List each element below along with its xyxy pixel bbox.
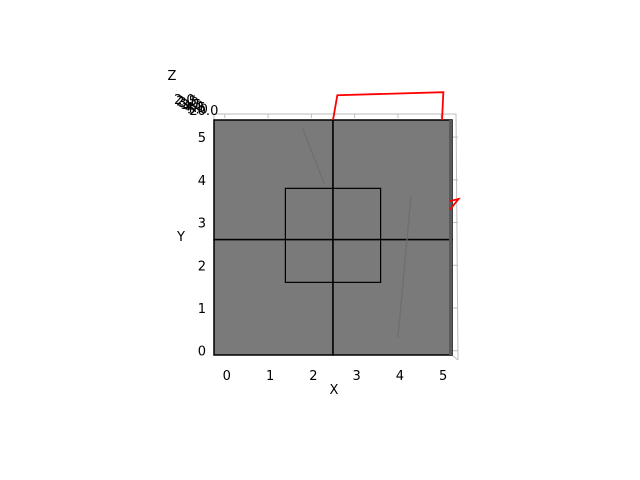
z-tick-label: 2.5 xyxy=(176,95,197,110)
x-tick-label: 4 xyxy=(396,369,404,384)
y-tick-label: 5 xyxy=(198,131,206,146)
surface-edge-shade xyxy=(449,120,452,355)
series-line xyxy=(449,197,461,211)
surface-patch xyxy=(213,238,334,356)
z-tick-label: 3.5 xyxy=(181,98,202,113)
surface-shade xyxy=(302,128,325,185)
surface-patch xyxy=(332,238,453,356)
x-tick-label: 1 xyxy=(266,369,274,384)
series-line xyxy=(332,91,445,121)
z-tick-label: 4.0 xyxy=(183,99,204,114)
line-series xyxy=(332,91,461,211)
y-tick-label: 1 xyxy=(198,302,206,317)
surface-patch xyxy=(213,119,334,241)
z-tick-label: 20.0 xyxy=(189,104,218,119)
axes-pane xyxy=(213,113,459,361)
pane-edge xyxy=(213,113,459,361)
x-tick-label: 2 xyxy=(309,369,317,384)
y-tick-label: 0 xyxy=(198,345,206,360)
inner-square xyxy=(284,187,382,283)
z-tick-label: 2.0 xyxy=(174,93,195,108)
x-tick-label: 5 xyxy=(439,369,447,384)
y-tick-label: 4 xyxy=(198,174,206,189)
z-tick-label: 3.0 xyxy=(178,96,199,111)
z-tick-label: 5.0 xyxy=(187,103,208,118)
x-axis-label: X xyxy=(330,383,339,398)
z-axis-label: Z xyxy=(168,69,177,84)
surface-shade xyxy=(397,196,412,338)
y-tick-label: 2 xyxy=(198,259,206,274)
axis-ticks: 0 1 2 3 4 5 0 1 2 3 4 5 2.02.53.03.54.04.55.020.0 xyxy=(174,93,447,384)
surface-plot xyxy=(213,119,453,356)
y-tick-label: 3 xyxy=(198,217,206,232)
surface-patch xyxy=(332,119,453,241)
x-tick-label: 3 xyxy=(352,369,360,384)
pane-edge xyxy=(451,354,459,361)
z-tick-label: 4.5 xyxy=(185,101,206,116)
x-tick-label: 0 xyxy=(223,369,231,384)
y-axis-label: Y xyxy=(176,230,185,245)
